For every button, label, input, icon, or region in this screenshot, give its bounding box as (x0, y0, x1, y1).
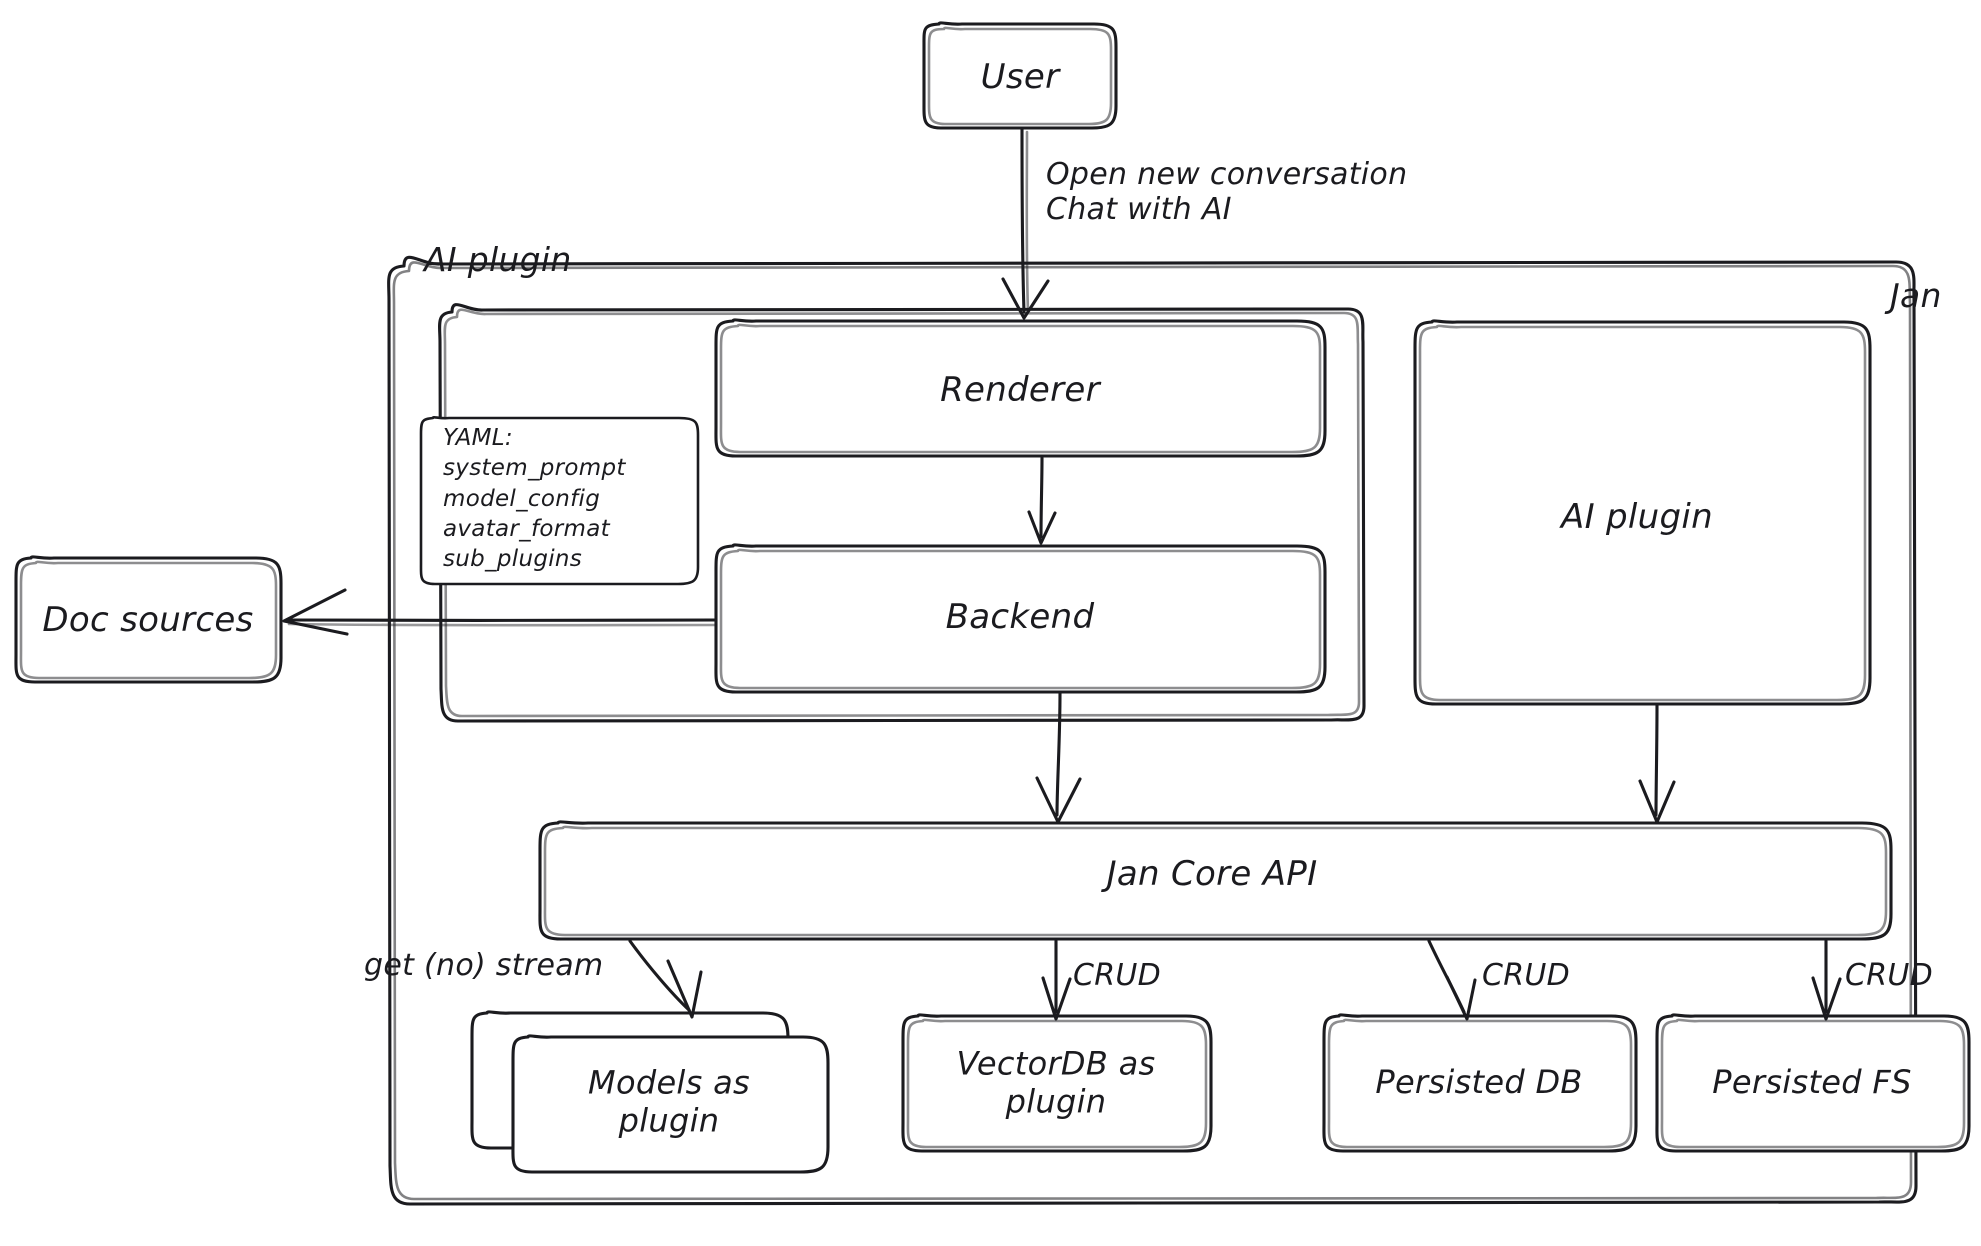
node-label-backend: Backend (945, 596, 1095, 637)
edge-ai-plugin-core (1638, 703, 1676, 824)
group-jan (387, 255, 1918, 1206)
edge-core-vectordb (1041, 939, 1072, 1021)
edge-core-models (628, 939, 703, 1019)
node-user[interactable] (922, 21, 1118, 130)
node-jan-core-api[interactable] (538, 820, 1893, 941)
node-label-models-plugin: Models as plugin (588, 1063, 750, 1139)
node-label-jan-core-api: Jan Core API (1106, 853, 1318, 894)
edge-backend-doc-sources (282, 588, 718, 636)
node-vectordb-plugin[interactable] (901, 1013, 1213, 1153)
group-label-jan: Jan (1890, 276, 1942, 315)
node-label-user: User (980, 56, 1060, 97)
yaml-config-text: YAML: system_prompt model_config avatar_… (443, 425, 626, 573)
edge-renderer-backend (1027, 456, 1057, 545)
edge-core-db (1427, 939, 1477, 1021)
edge-label-core-vectordb: CRUD (1073, 958, 1162, 993)
node-label-renderer: Renderer (940, 369, 1100, 410)
edge-user-renderer (1001, 127, 1050, 320)
node-ai-plugin-right[interactable] (1413, 319, 1872, 706)
node-renderer[interactable] (714, 318, 1327, 458)
edge-backend-core (1035, 691, 1082, 824)
edge-label-core-models: get (no) stream (364, 948, 604, 983)
group-ai-plugin (438, 303, 1366, 723)
node-label-doc-sources: Doc sources (42, 599, 254, 640)
edge-label-core-fs: CRUD (1845, 958, 1934, 993)
node-persisted-db[interactable] (1322, 1013, 1638, 1153)
node-backend[interactable] (714, 543, 1327, 694)
edge-label-core-db: CRUD (1482, 958, 1571, 993)
node-label-persisted-db: Persisted DB (1375, 1063, 1583, 1102)
node-label-ai-plugin-right: AI plugin (1561, 496, 1713, 537)
edge-core-fs (1811, 939, 1842, 1021)
node-doc-sources[interactable] (14, 555, 283, 684)
node-label-vectordb-plugin: VectorDB as plugin (956, 1044, 1156, 1120)
node-yaml-config (419, 415, 700, 586)
edge-label-user-renderer: Open new conversation Chat with AI (1046, 157, 1408, 228)
node-persisted-fs[interactable] (1655, 1013, 1971, 1153)
node-models-plugin[interactable] (470, 1010, 830, 1174)
group-label-ai-plugin: AI plugin (424, 240, 572, 279)
node-label-persisted-fs: Persisted FS (1712, 1063, 1912, 1102)
